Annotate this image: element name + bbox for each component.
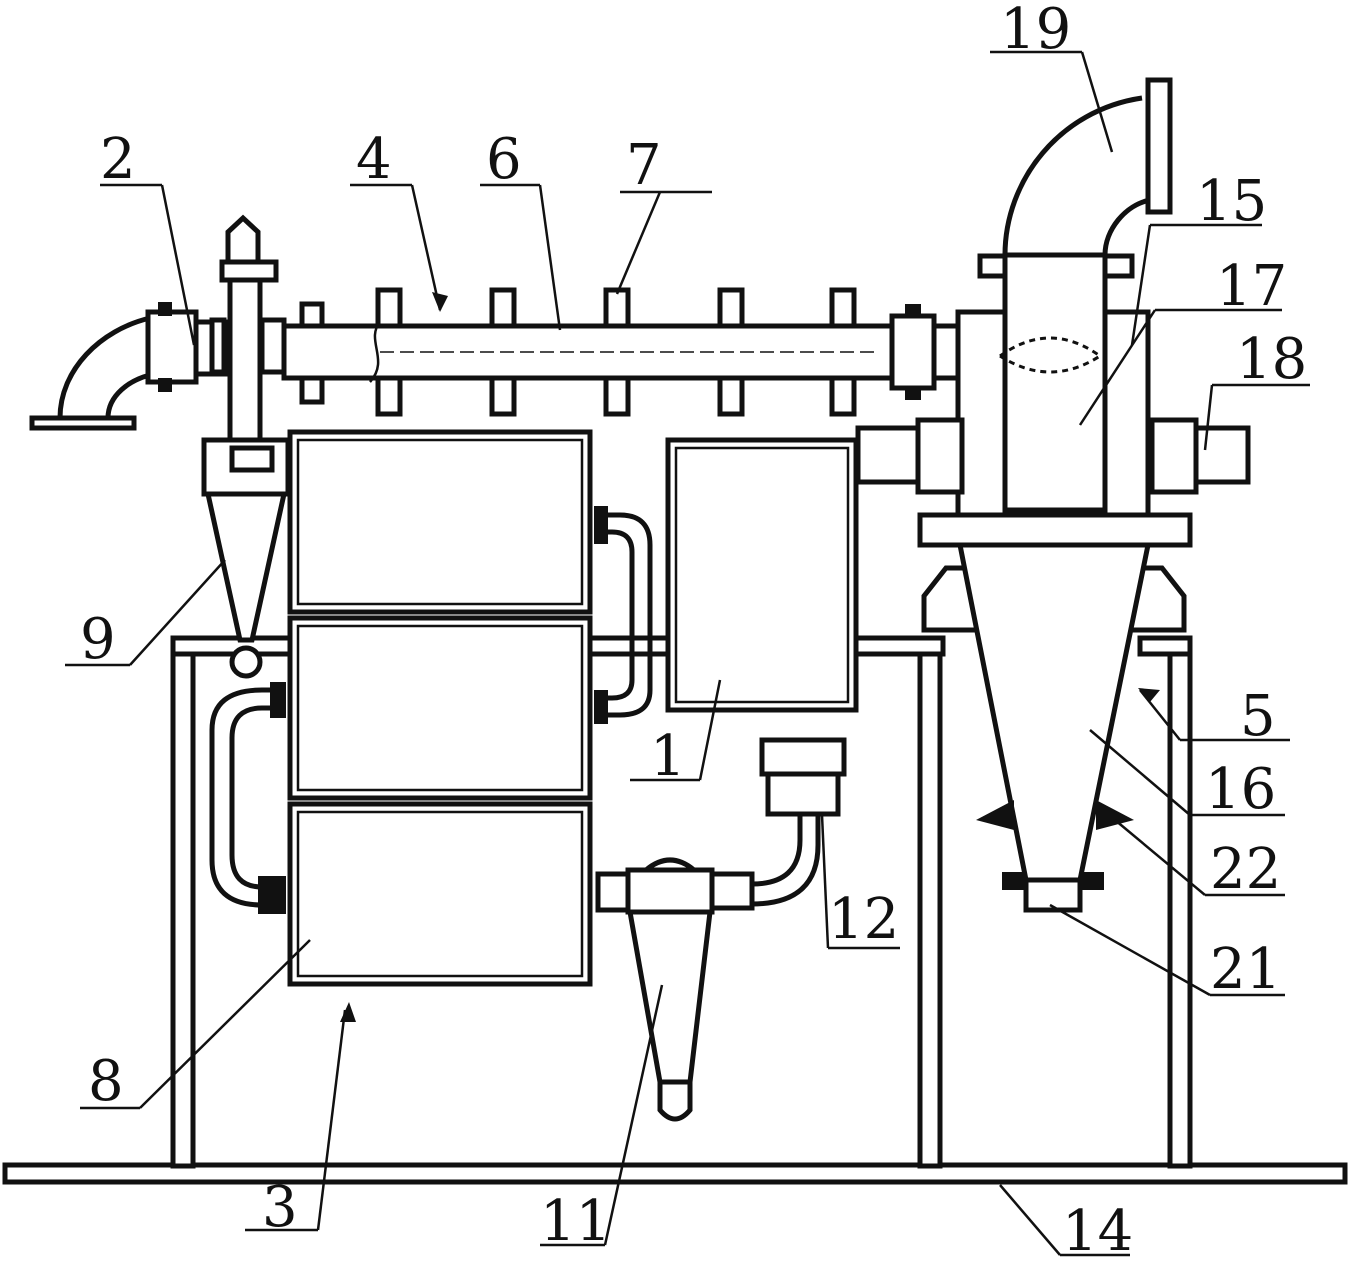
label-8: 8 — [88, 1049, 124, 1114]
vertical-injector — [209, 214, 287, 443]
callout-labels: 2 4 6 7 19 15 17 18 9 1 5 16 22 12 21 8 … — [80, 0, 1307, 1264]
small-cyclone-left — [201, 437, 291, 679]
label-11: 11 — [540, 1189, 611, 1254]
leader-lines — [65, 50, 1310, 1257]
label-1: 1 — [650, 724, 686, 789]
label-15: 15 — [1196, 169, 1267, 234]
large-cyclone — [855, 77, 1251, 913]
small-cyclone-lower — [595, 737, 847, 1122]
label-9: 9 — [80, 607, 116, 672]
inlet-elbow — [29, 302, 229, 431]
label-16: 16 — [1205, 757, 1276, 822]
label-22: 22 — [1210, 837, 1281, 902]
label-19: 19 — [1000, 0, 1071, 62]
label-18: 18 — [1236, 327, 1307, 392]
label-4: 4 — [356, 127, 392, 192]
label-6: 6 — [486, 127, 522, 192]
arrowheads — [340, 292, 1160, 1022]
label-14: 14 — [1062, 1199, 1133, 1264]
label-17: 17 — [1216, 254, 1287, 319]
label-21: 21 — [1210, 937, 1281, 1002]
label-5: 5 — [1240, 684, 1276, 749]
box-1 — [665, 437, 859, 713]
nozzles-top — [299, 287, 857, 329]
heat-exchanger-stack — [209, 429, 653, 987]
main-pipe — [281, 287, 961, 417]
nozzles-bottom — [299, 375, 857, 417]
label-7: 7 — [626, 133, 662, 198]
label-3: 3 — [262, 1175, 298, 1240]
label-12: 12 — [828, 887, 899, 952]
label-2: 2 — [100, 127, 136, 192]
